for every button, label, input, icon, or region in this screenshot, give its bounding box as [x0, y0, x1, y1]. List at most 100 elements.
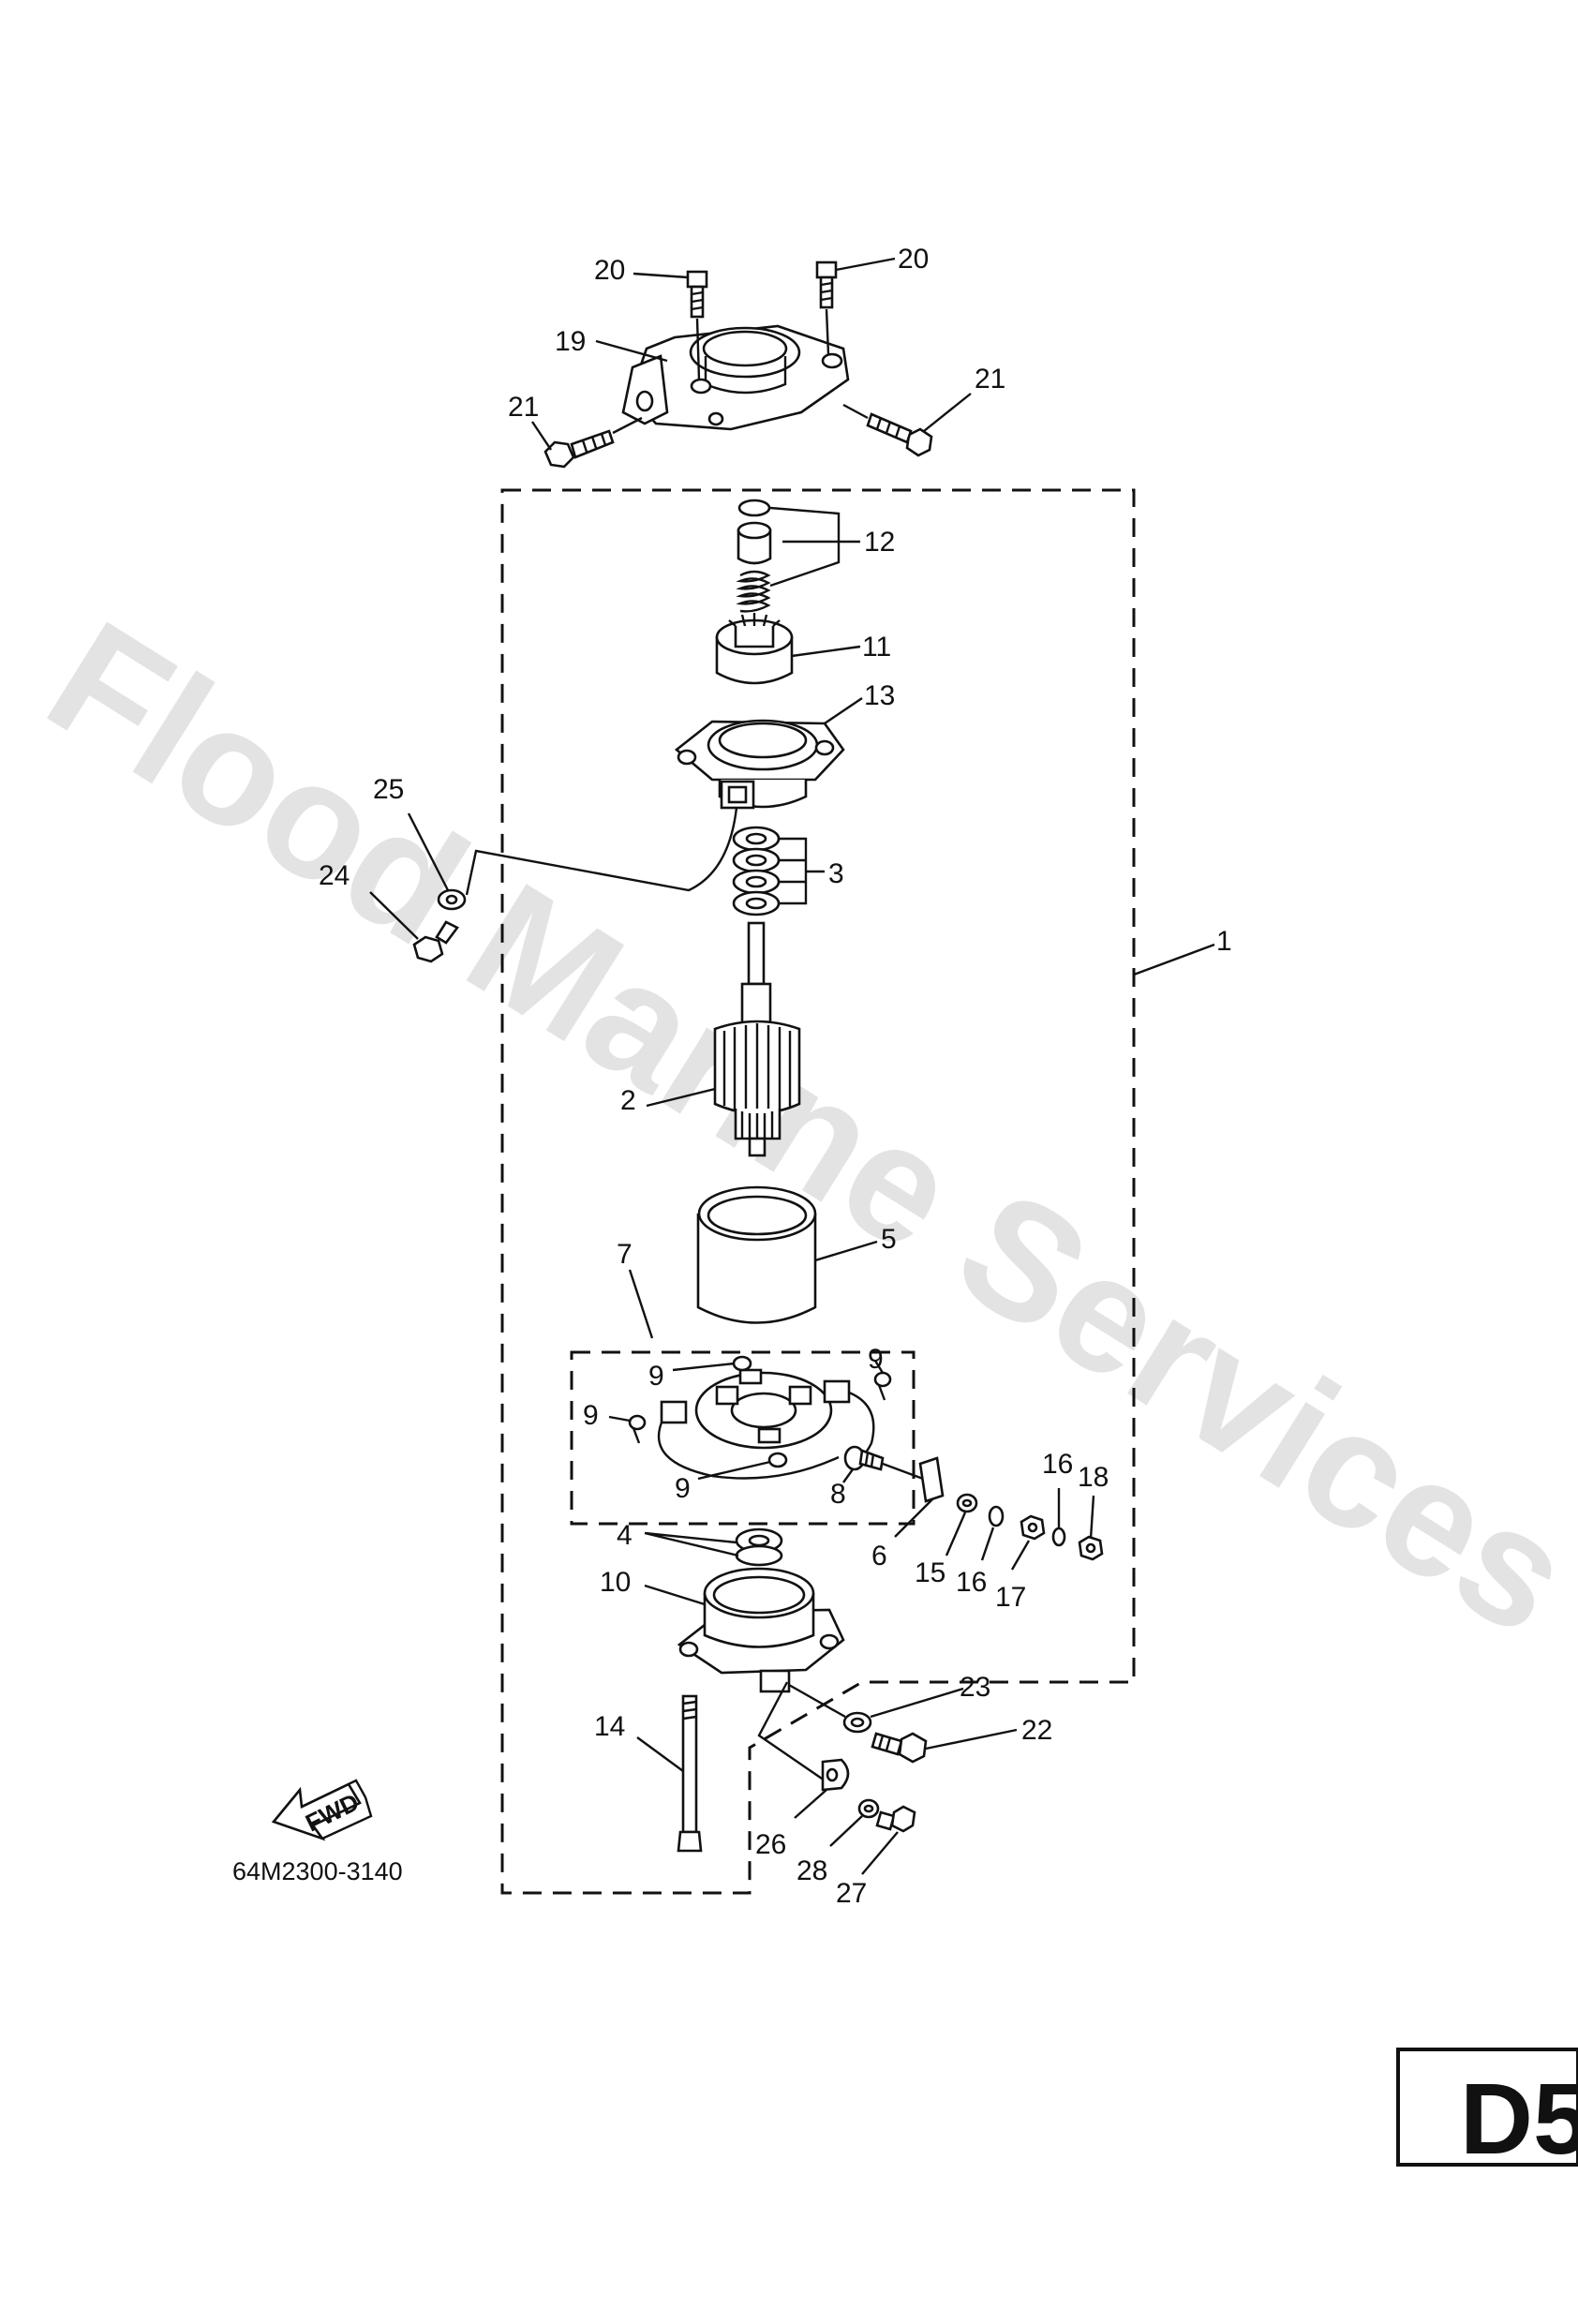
washer-25	[437, 888, 467, 911]
bolt-21-right	[866, 412, 933, 457]
page-id-box: D5	[1396, 2048, 1578, 2175]
callout-4: 4	[617, 1520, 633, 1551]
callout-21-right: 21	[975, 364, 1005, 395]
washers-4	[735, 1527, 783, 1567]
callout-3: 3	[828, 858, 844, 889]
yoke-5	[696, 1185, 817, 1324]
leader-8	[842, 1468, 854, 1483]
screw-9-left	[628, 1414, 647, 1444]
callout-19: 19	[555, 326, 586, 357]
leader-18	[1089, 1495, 1095, 1540]
page-id: D5	[1460, 2062, 1578, 2175]
callout-9-top: 9	[648, 1361, 664, 1392]
terminal-bolt-8	[843, 1445, 885, 1471]
leader-25	[407, 812, 450, 891]
leader-4	[644, 1531, 739, 1557]
leader-24	[369, 891, 419, 940]
leader-9-top	[672, 1362, 736, 1372]
leader-2	[646, 1087, 716, 1108]
bolt-21-left	[543, 429, 615, 469]
pinion-gear-11	[715, 613, 794, 685]
callout-1: 1	[1216, 926, 1232, 957]
leader-9-right	[873, 1360, 885, 1374]
callout-9-left: 9	[583, 1400, 599, 1431]
bolt-20-right-axis	[825, 308, 830, 355]
callout-2: 2	[620, 1085, 636, 1116]
leader-3	[779, 837, 825, 905]
brush-holder-kit-boundary	[570, 1350, 916, 1526]
bolt-20-left	[686, 270, 708, 319]
ground-wire-26	[757, 1681, 826, 1781]
bolt-20-left-axis	[695, 318, 701, 380]
leader-22	[925, 1728, 1018, 1750]
callout-25: 25	[373, 774, 404, 805]
callout-12: 12	[864, 527, 895, 558]
leader-20-left	[633, 272, 689, 279]
callout-26: 26	[755, 1829, 786, 1860]
leader-20-right	[835, 257, 896, 272]
stopper-12	[737, 521, 772, 565]
callout-20-left: 20	[594, 255, 625, 286]
washer-15	[956, 1493, 978, 1513]
leader-26	[794, 1789, 827, 1819]
diagram-code: 64M2300-3140	[232, 1857, 403, 1885]
leader-1	[1133, 943, 1215, 976]
armature-2	[713, 921, 801, 1157]
washer-16b	[1051, 1527, 1066, 1547]
axis-6-18	[882, 1462, 924, 1481]
callout-7: 7	[617, 1239, 633, 1270]
ground-wire	[465, 807, 738, 896]
leader-15	[945, 1512, 967, 1557]
leader-17	[1010, 1540, 1031, 1571]
callout-16-lower: 16	[956, 1567, 987, 1598]
screw-9-right	[873, 1371, 892, 1401]
callout-9-right: 9	[868, 1344, 884, 1375]
fwd-arrow-icon: FWD	[271, 1779, 373, 1841]
starter-assembly-boundary	[500, 488, 1136, 1895]
callout-18: 18	[1078, 1462, 1109, 1493]
callout-9-bottom: 9	[675, 1473, 691, 1504]
leader-13	[824, 697, 863, 724]
screw-9-top	[732, 1355, 752, 1372]
callout-13: 13	[864, 680, 895, 711]
plate-6	[918, 1456, 945, 1503]
leader-11	[791, 645, 861, 658]
brush-right	[823, 1379, 851, 1404]
callout-23: 23	[960, 1672, 990, 1703]
brush-holder-plate	[694, 1368, 833, 1450]
callout-11: 11	[862, 632, 891, 663]
leader-12	[769, 506, 860, 588]
bolt-20-right	[815, 261, 838, 309]
leader-9-left	[608, 1415, 631, 1423]
nut-18	[1078, 1535, 1104, 1561]
callout-15: 15	[915, 1557, 945, 1588]
leader-21-right	[923, 393, 972, 432]
callout-22: 22	[1021, 1715, 1052, 1746]
callout-24: 24	[319, 860, 350, 891]
bolt-22	[871, 1732, 928, 1764]
leader-16a	[980, 1527, 995, 1561]
callout-5: 5	[881, 1224, 897, 1255]
screw-9-bottom	[767, 1452, 788, 1468]
brush-left	[660, 1400, 688, 1424]
callout-27: 27	[836, 1878, 867, 1909]
callout-16-upper: 16	[1042, 1449, 1073, 1480]
leader-23	[870, 1687, 964, 1719]
leader-10	[644, 1584, 706, 1606]
washer-28	[857, 1798, 880, 1819]
clamp-26	[821, 1758, 850, 1792]
callout-21-left: 21	[508, 392, 539, 423]
washers-3	[732, 826, 781, 916]
front-housing-13	[674, 719, 845, 810]
rear-housing-10	[677, 1567, 845, 1693]
leader-28	[829, 1815, 863, 1847]
bracket-19	[621, 324, 850, 431]
callout-17: 17	[995, 1582, 1026, 1613]
through-bolt-14	[677, 1694, 703, 1853]
leader-19	[595, 339, 668, 363]
bolt-24	[412, 920, 459, 963]
callout-14: 14	[594, 1711, 625, 1742]
clip-12	[737, 499, 771, 517]
leader-7	[628, 1269, 654, 1339]
